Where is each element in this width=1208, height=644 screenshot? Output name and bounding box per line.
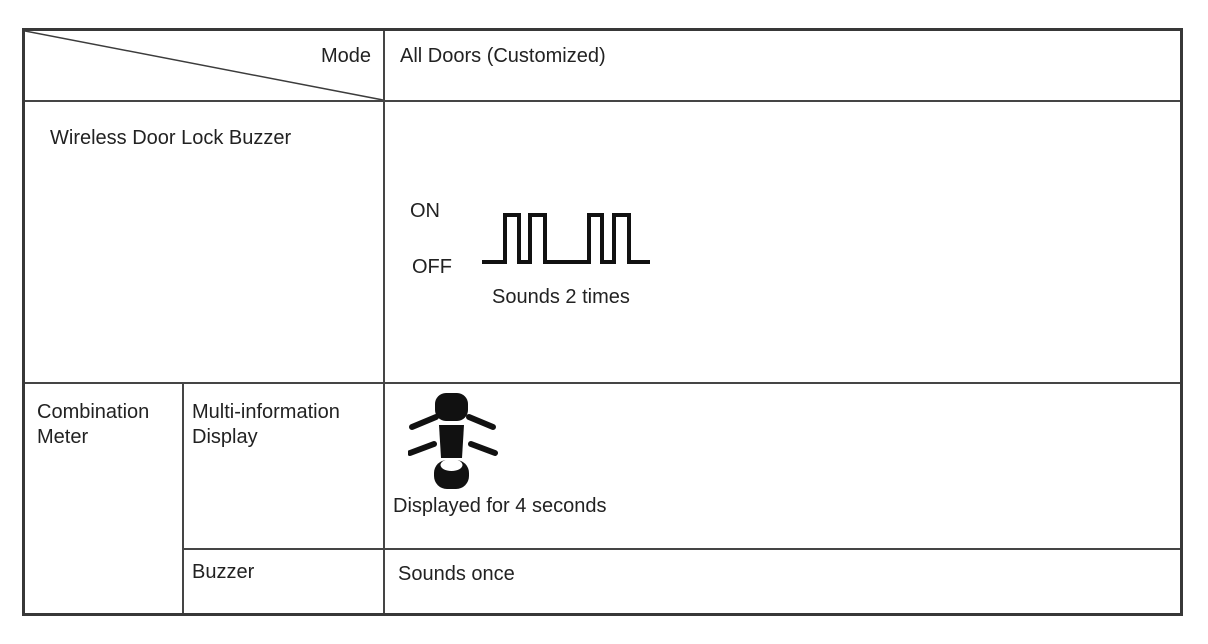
- diagonal-divider: [25, 31, 383, 100]
- door-ajar-car-icon: [408, 393, 498, 489]
- column-divider-main: [383, 31, 385, 613]
- buzzer-pulse-waveform-line: [482, 213, 650, 264]
- combination-meter-label: Combination Meter: [37, 401, 150, 448]
- waveform-caption: Sounds 2 times: [492, 286, 630, 308]
- multi-information-display-value: Displayed for 4 seconds: [393, 495, 607, 517]
- mode-header-label: Mode: [320, 45, 371, 67]
- row-divider-subrow: [182, 548, 1180, 550]
- buzzer-value: Sounds once: [398, 563, 515, 585]
- waveform-on-label: ON: [410, 200, 440, 222]
- multi-information-display-label: Multi-information Display: [192, 401, 340, 448]
- mode-header-value: All Doors (Customized): [400, 45, 606, 67]
- buzzer-label: Buzzer: [192, 561, 255, 583]
- waveform-off-label: OFF: [412, 256, 452, 278]
- row-divider-header: [25, 100, 1180, 102]
- door-lock-settings-table: Mode All Doors (Customized) Wireless Doo…: [22, 28, 1183, 616]
- buzzer-pulse-waveform: [482, 213, 650, 264]
- column-divider-sub: [182, 382, 184, 613]
- wireless-door-lock-buzzer-label: Wireless Door Lock Buzzer: [50, 127, 292, 149]
- row-divider-wireless: [25, 382, 1180, 384]
